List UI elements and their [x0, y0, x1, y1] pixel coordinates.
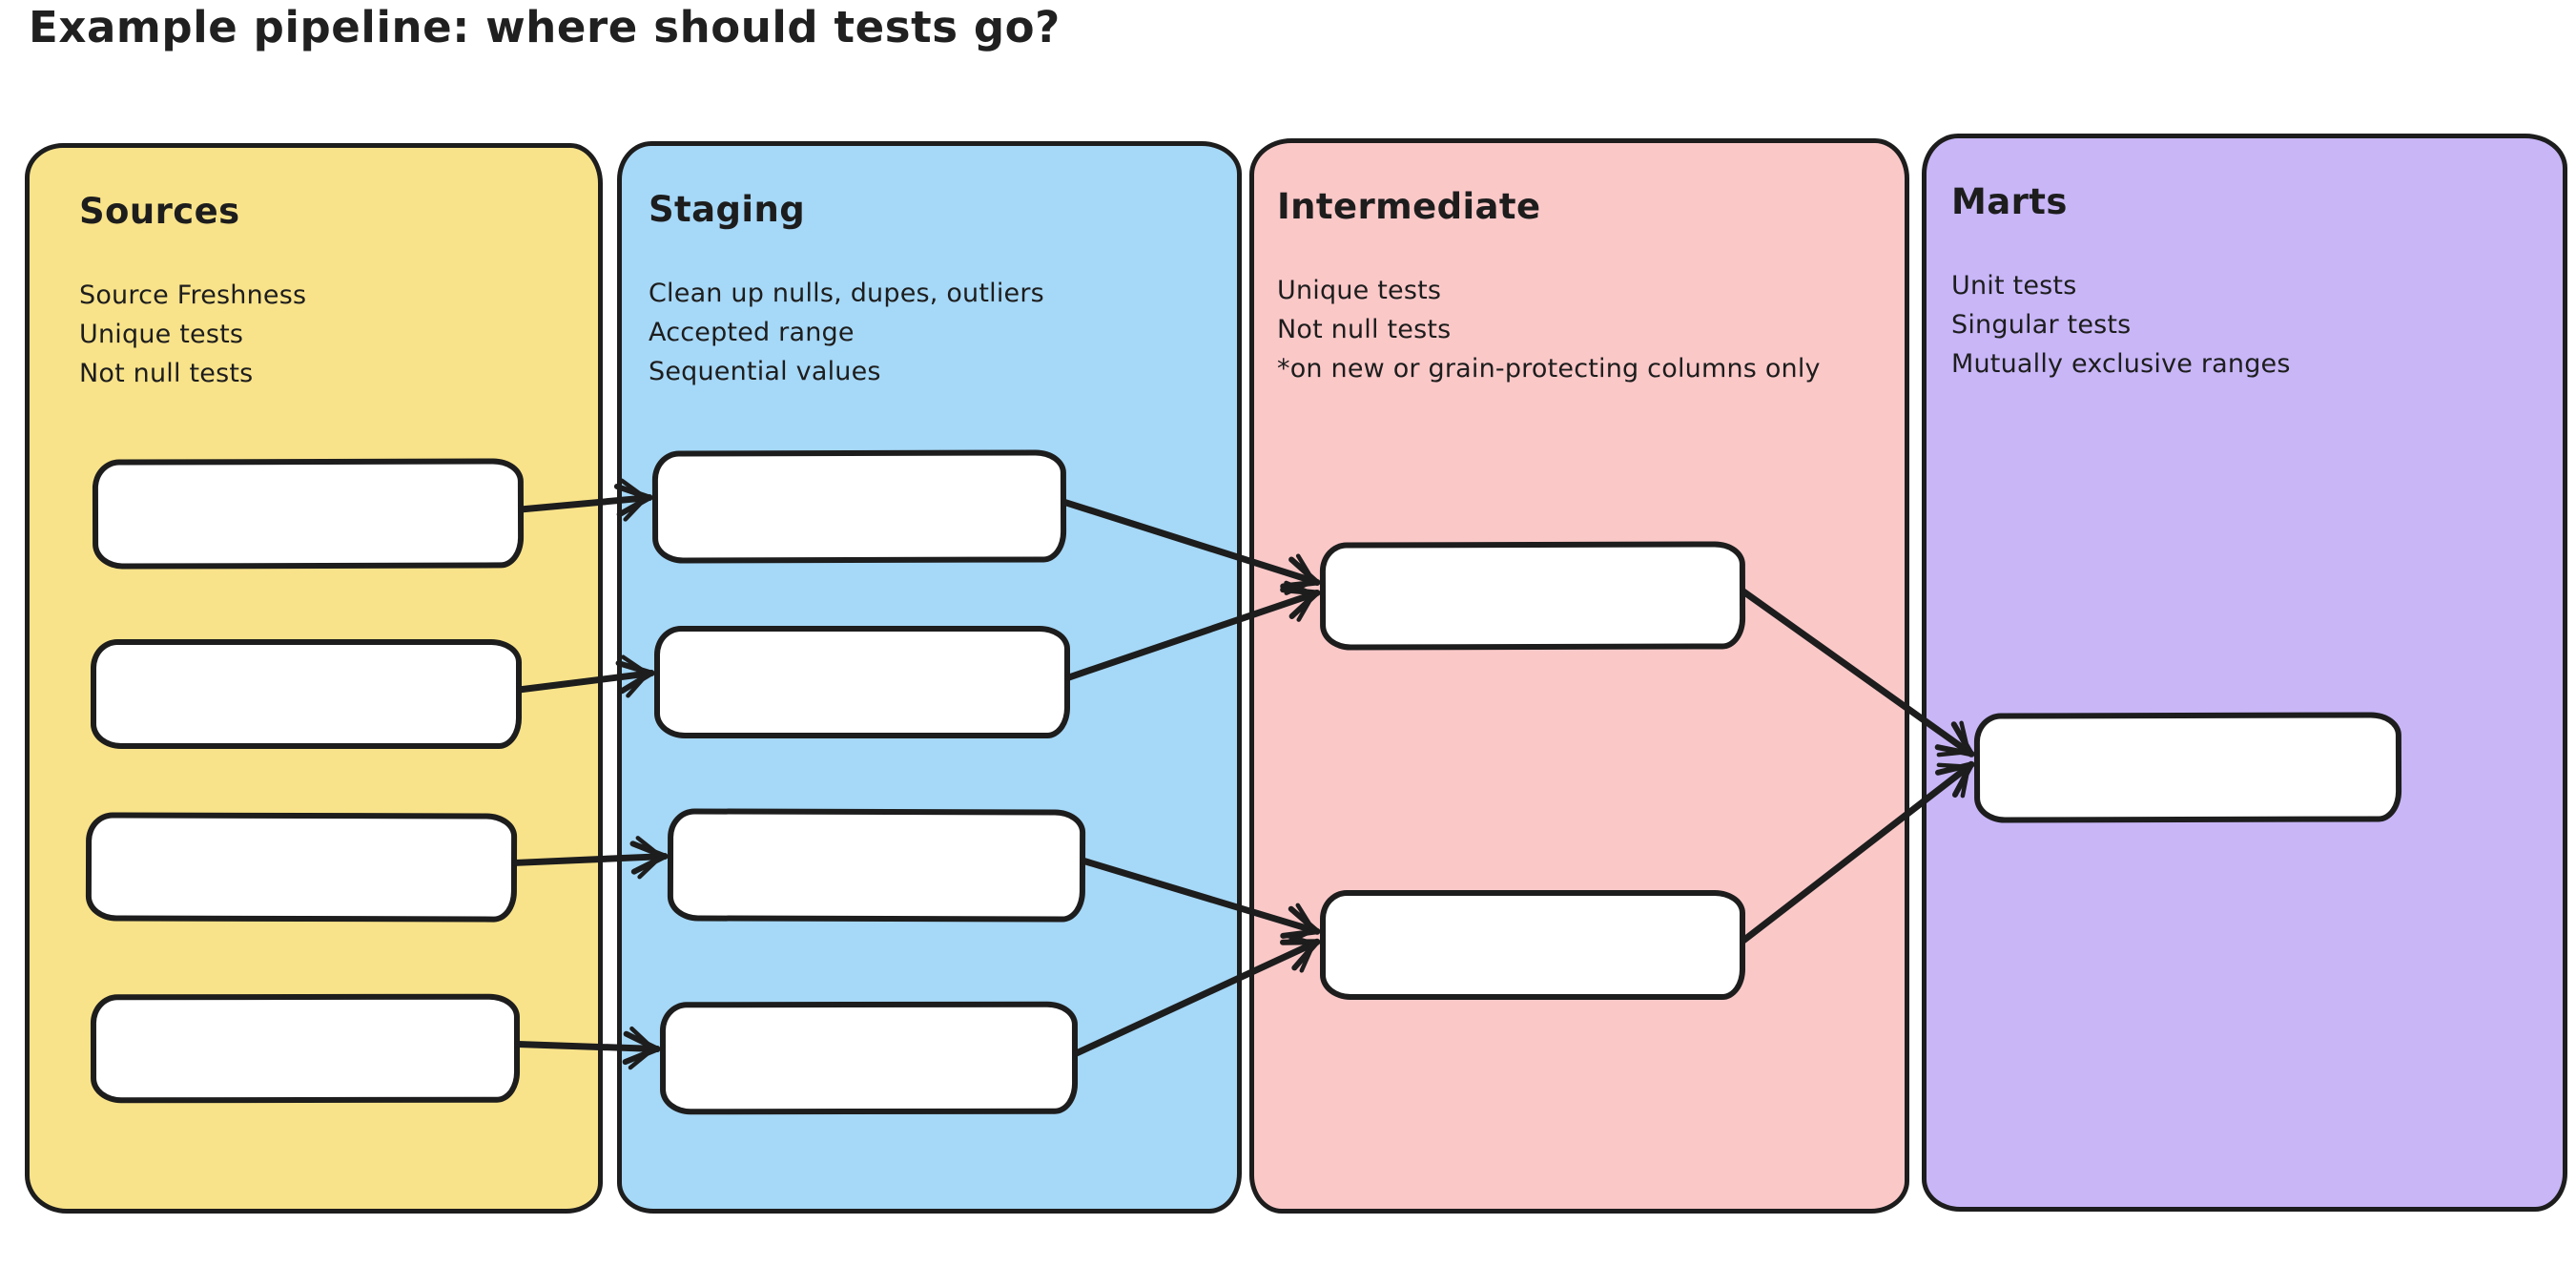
panel-marts-note-1: Unit tests [1951, 271, 2077, 301]
sources-model-node-1 [92, 458, 525, 570]
panel-sources-note-1: Source Freshness [79, 280, 307, 311]
panel-sources-note-3: Not null tests [79, 359, 254, 389]
sources-model-node-3 [85, 812, 518, 923]
sources-model-node-4 [90, 993, 521, 1104]
panel-sources-note-2: Unique tests [79, 320, 244, 350]
panel-intermediate-title: Intermediate [1277, 186, 1541, 227]
panel-marts-title: Marts [1951, 181, 2068, 222]
intermediate-model-node-2 [1320, 890, 1745, 1000]
panel-sources-title: Sources [79, 191, 240, 232]
panel-staging-note-1: Clean up nulls, dupes, outliers [649, 279, 1044, 309]
panel-marts-note-2: Singular tests [1951, 310, 2132, 341]
staging-model-node-4 [659, 1001, 1079, 1115]
diagram-title: Example pipeline: where should tests go? [29, 2, 1061, 52]
intermediate-model-node-1 [1319, 541, 1746, 651]
panel-marts-note-3: Mutually exclusive ranges [1951, 349, 2291, 380]
staging-model-node-2 [654, 626, 1070, 738]
panel-staging-note-3: Sequential values [649, 357, 881, 387]
panel-staging-title: Staging [649, 189, 806, 230]
staging-model-node-3 [667, 808, 1086, 923]
panel-intermediate-note-2: Not null tests [1277, 315, 1452, 345]
sources-model-node-2 [91, 639, 522, 749]
marts-model-node-1 [1973, 712, 2402, 823]
panel-staging-note-2: Accepted range [649, 318, 855, 348]
staging-model-node-1 [651, 449, 1067, 564]
panel-intermediate-note-3: *on new or grain-protecting columns only [1277, 354, 1821, 384]
panel-intermediate-note-1: Unique tests [1277, 276, 1442, 306]
